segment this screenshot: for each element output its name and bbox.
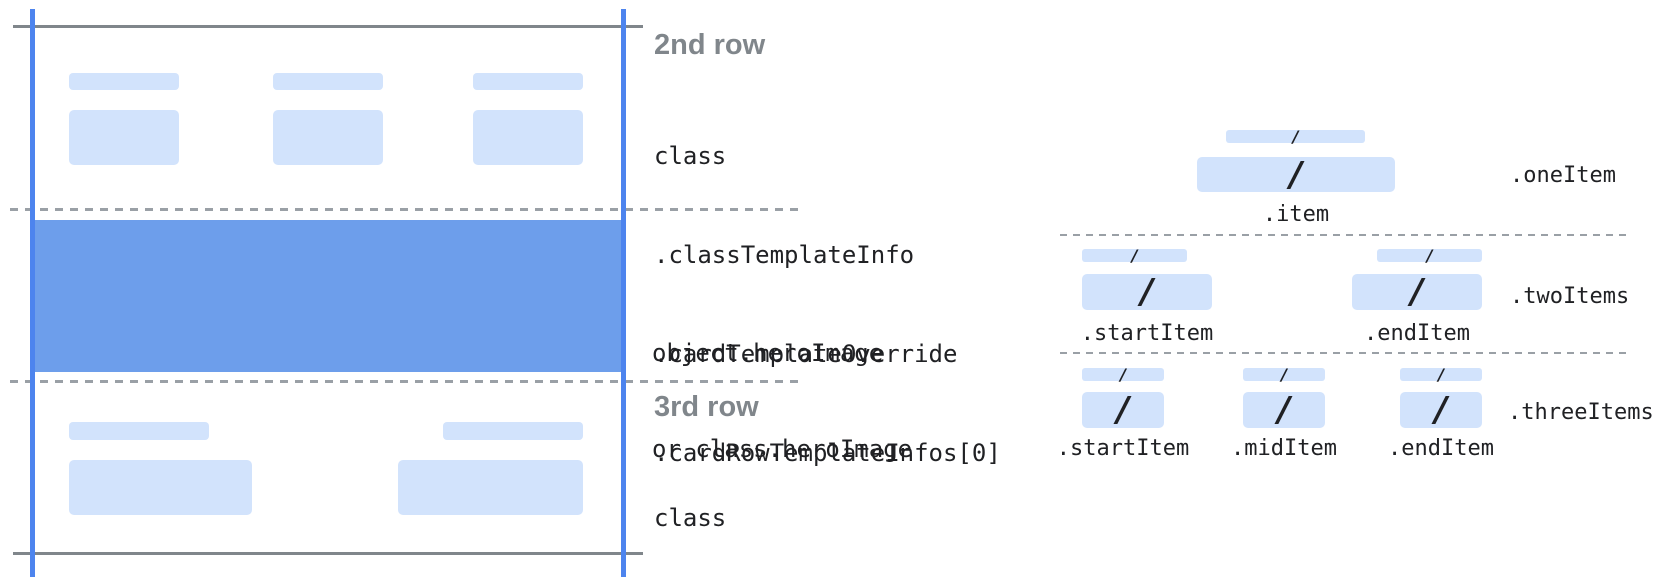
code-line: or class.heroImage	[652, 435, 913, 463]
slash-placeholder: /	[1434, 390, 1448, 430]
item-label-bar: /	[1400, 365, 1482, 384]
item-name-label: .item	[1262, 202, 1330, 227]
card-left-edge-guide	[30, 9, 35, 577]
card-bottom-boundary-line	[13, 552, 643, 555]
placeholder-value-box	[398, 460, 583, 515]
item-label-bar: /	[1377, 246, 1482, 265]
code-line: .cardTemplateOverride	[654, 340, 958, 368]
placeholder-label-bar	[69, 73, 179, 90]
item-label-bar: /	[1082, 365, 1164, 384]
slash-placeholder: /	[1292, 127, 1299, 146]
card-top-boundary-line	[13, 25, 643, 28]
two-items-row-label: .twoItems	[1510, 284, 1630, 309]
slash-placeholder: /	[1281, 365, 1287, 384]
code-line: class	[654, 142, 727, 170]
placeholder-value-box	[473, 110, 583, 165]
slash-placeholder: /	[1120, 365, 1126, 384]
item-name-label: .startItem	[1056, 436, 1190, 461]
row-divider-dashed-line-bottom	[10, 380, 798, 383]
item-label-bar: /	[1243, 365, 1325, 384]
placeholder-value-box	[69, 110, 179, 165]
code-line: .classTemplateInfo	[654, 241, 915, 269]
placeholder-value-box	[273, 110, 383, 165]
slash-placeholder: /	[1116, 390, 1130, 430]
code-line: object.heroImage	[652, 339, 884, 367]
slash-placeholder: /	[1410, 272, 1424, 312]
slash-placeholder: /	[1426, 246, 1433, 265]
slash-placeholder: /	[1438, 365, 1444, 384]
row2-heading: 2nd row	[654, 29, 766, 61]
item-name-label: .midItem	[1231, 436, 1337, 461]
slash-placeholder: /	[1289, 154, 1303, 195]
slash-placeholder: /	[1140, 272, 1154, 312]
hero-annotation: object.heroImage or class.heroImage	[652, 273, 912, 529]
row3-heading: 3rd row	[654, 391, 759, 423]
row2-code: class .classTemplateInfo .cardTemplateOv…	[654, 74, 1001, 536]
item-label-bar: /	[1082, 246, 1187, 265]
row-divider-dashed-line-top	[10, 208, 798, 211]
item-name-label: .endItem	[1364, 321, 1470, 346]
diagram-divider-dashed-line	[1060, 352, 1630, 354]
item-value-bar: /	[1400, 392, 1482, 428]
three-items-row-label: .threeItems	[1508, 400, 1654, 425]
item-value-bar: /	[1197, 157, 1395, 192]
placeholder-label-bar	[443, 422, 583, 440]
item-value-bar: /	[1082, 392, 1164, 428]
placeholder-label-bar	[69, 422, 209, 440]
one-item-row-label: .oneItem	[1510, 163, 1616, 188]
item-label-bar: /	[1226, 127, 1365, 146]
slash-placeholder: /	[1131, 246, 1138, 265]
placeholder-label-bar	[473, 73, 583, 90]
diagram-divider-dashed-line	[1060, 234, 1630, 236]
item-value-bar: /	[1082, 274, 1212, 310]
hero-image-band	[30, 220, 626, 372]
row2-annotation: 2nd row class .classTemplateInfo .cardTe…	[654, 30, 1001, 536]
code-line: .cardRowTemplateInfos[0]	[654, 439, 1001, 467]
card-right-edge-guide	[621, 9, 626, 577]
placeholder-value-box	[69, 460, 252, 515]
row3-code: class .classTemplateInfo .cardTemplateOv…	[654, 436, 1001, 584]
code-line: class	[654, 504, 727, 532]
placeholder-label-bar	[273, 73, 383, 90]
item-value-bar: /	[1352, 274, 1482, 310]
item-name-label: .endItem	[1388, 436, 1494, 461]
item-value-bar: /	[1243, 392, 1325, 428]
row3-annotation: 3rd row class .classTemplateInfo .cardTe…	[654, 392, 1001, 584]
item-name-label: .startItem	[1080, 321, 1214, 346]
slash-placeholder: /	[1277, 390, 1291, 430]
